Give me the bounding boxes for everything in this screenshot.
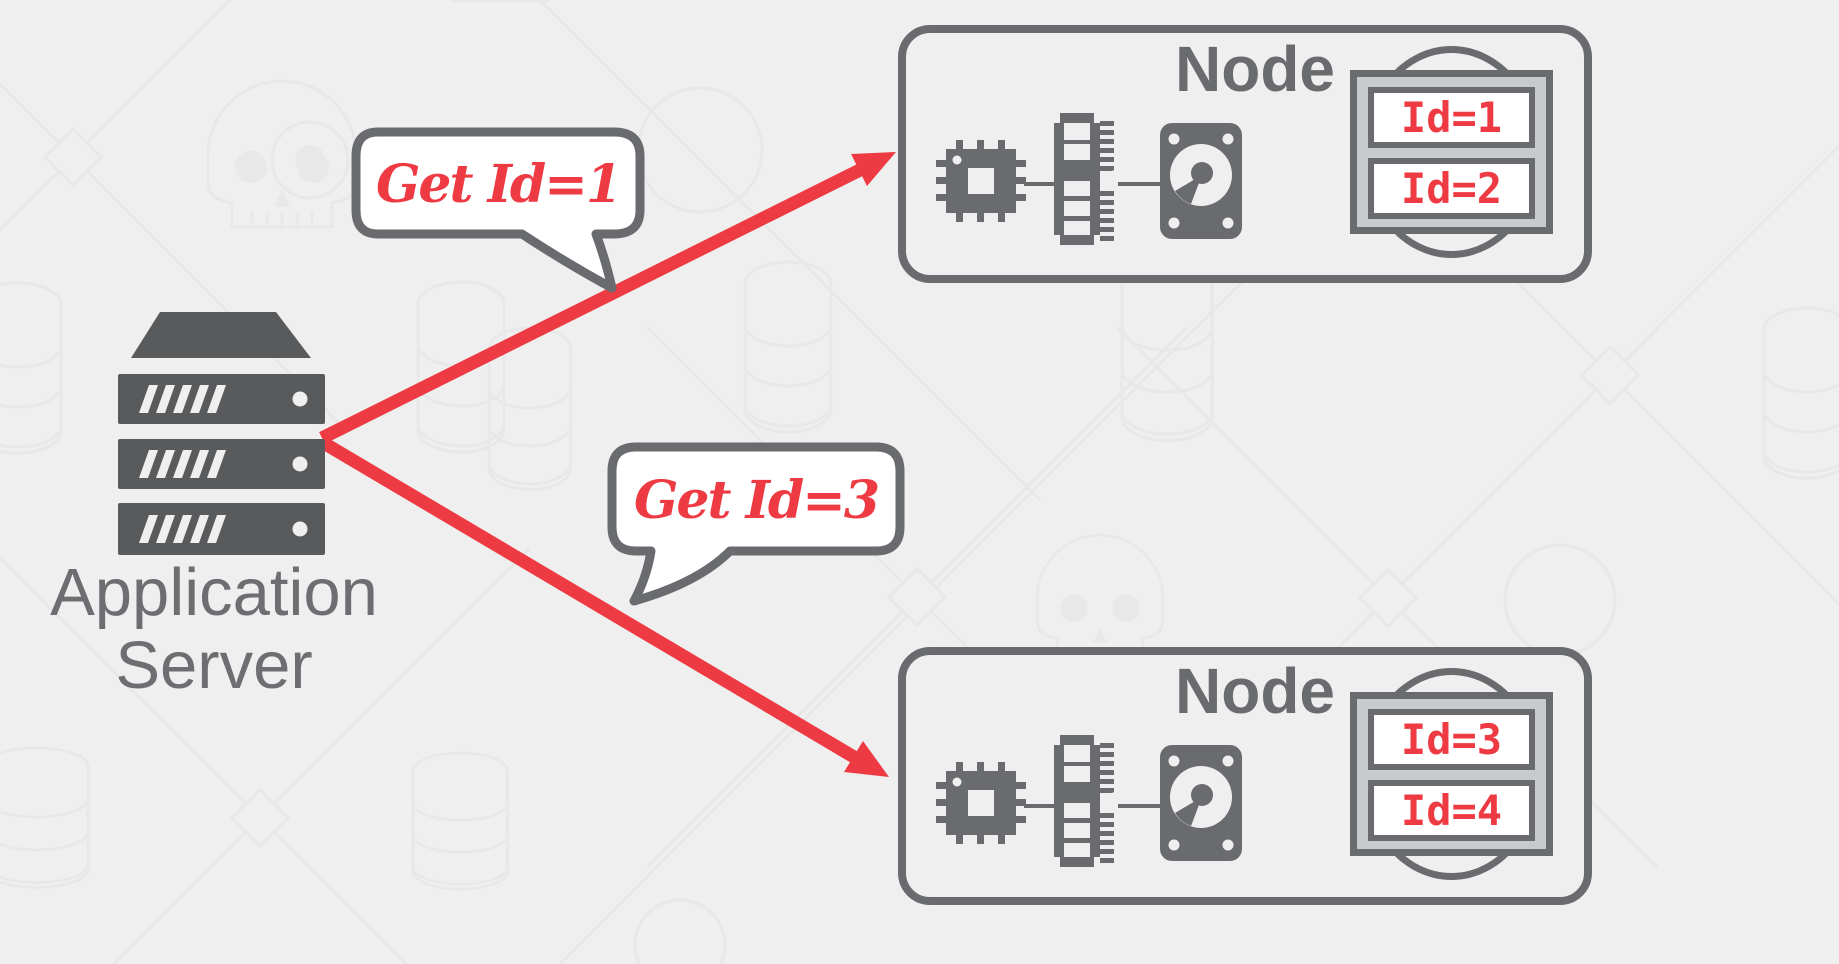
database-icon: Id=3 Id=4 (1350, 668, 1553, 910)
ram-icon (1054, 735, 1120, 867)
node-title: Node (1175, 33, 1335, 105)
connector-line (1118, 182, 1160, 186)
cpu-icon (936, 762, 1026, 844)
arrow-to-node-1 (318, 436, 889, 777)
skull-watermark-icon (206, 0, 1165, 661)
server-rack-icon (118, 312, 325, 555)
cpu-icon (936, 140, 1026, 222)
record-label: Id=4 (1400, 786, 1503, 835)
hdd-icon (1160, 745, 1242, 861)
app-server-label: Application Server (28, 556, 400, 702)
speech-bubble: Get Id=3 (606, 441, 906, 614)
database-icon: Id=1 Id=2 (1350, 46, 1553, 288)
record-badge: Id=2 (1368, 158, 1535, 219)
record-badge: Id=4 (1368, 780, 1535, 841)
record-label: Id=1 (1400, 93, 1503, 142)
request-label: Get Id=3 (633, 469, 880, 531)
connector-line (1024, 804, 1054, 808)
hdd-icon (1160, 123, 1242, 239)
diamond-motif (42, 126, 1641, 849)
record-badge: Id=1 (1368, 87, 1535, 148)
ram-icon (1054, 113, 1120, 245)
app-server-label-line2: Server (115, 628, 313, 703)
node-box: Node (898, 25, 1592, 283)
record-label: Id=3 (1400, 715, 1503, 764)
speech-bubble: Get Id=1 (350, 126, 650, 303)
record-badge: Id=3 (1368, 709, 1535, 770)
speech-bubble-shape (607, 442, 905, 606)
database-watermark-icon (0, 260, 1839, 891)
record-label: Id=2 (1400, 164, 1503, 213)
app-server-label-line1: Application (50, 555, 378, 630)
connector-line (1118, 804, 1160, 808)
arrow-to-node-0 (319, 152, 896, 444)
node-box: Node (898, 647, 1592, 905)
connector-line (1024, 182, 1054, 186)
speech-bubble-shape (351, 127, 645, 293)
database-panel: Id=1 Id=2 (1350, 70, 1553, 234)
database-panel: Id=3 Id=4 (1350, 692, 1553, 856)
request-label: Get Id=1 (375, 153, 622, 215)
node-title: Node (1175, 655, 1335, 727)
